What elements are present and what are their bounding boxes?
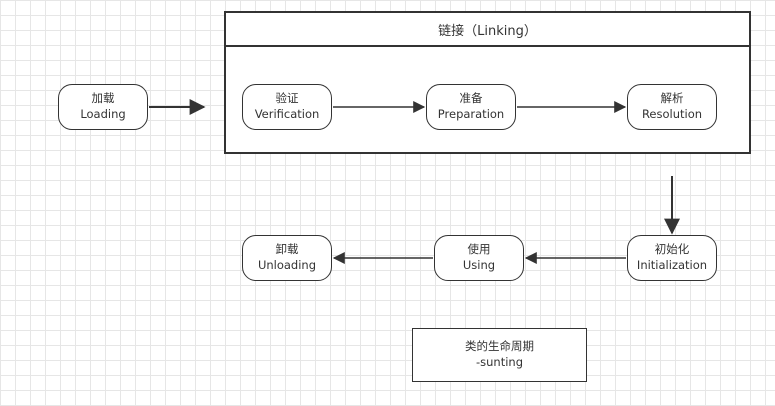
verification-en-label: Verification <box>254 107 320 121</box>
preparation-en-label: Preparation <box>437 107 505 121</box>
note-line-1: 类的生命周期 <box>465 339 534 354</box>
loading-cn-label: 加载 <box>91 91 115 106</box>
initialization-cn-label: 初始化 <box>654 242 690 257</box>
lifecycle-note: 类的生命周期 -sunting <box>412 328 587 382</box>
unloading-cn-label: 卸载 <box>275 242 299 257</box>
using-cn-label: 使用 <box>467 242 491 257</box>
linking-title: 链接（Linking） <box>226 13 749 47</box>
note-line-2: -sunting <box>475 355 523 369</box>
verification-node: 验证 Verification <box>242 84 332 130</box>
preparation-cn-label: 准备 <box>459 91 483 106</box>
verification-cn-label: 验证 <box>275 91 299 106</box>
resolution-cn-label: 解析 <box>660 91 684 106</box>
resolution-en-label: Resolution <box>641 107 703 121</box>
linking-container: 链接（Linking） <box>224 11 751 154</box>
using-node: 使用 Using <box>434 235 524 281</box>
using-en-label: Using <box>462 258 496 272</box>
unloading-en-label: Unloading <box>257 258 317 272</box>
loading-en-label: Loading <box>80 107 126 121</box>
preparation-node: 准备 Preparation <box>426 84 516 130</box>
loading-node: 加载 Loading <box>58 84 148 130</box>
resolution-node: 解析 Resolution <box>627 84 717 130</box>
initialization-en-label: Initialization <box>636 258 708 272</box>
unloading-node: 卸载 Unloading <box>242 235 332 281</box>
initialization-node: 初始化 Initialization <box>627 235 717 281</box>
